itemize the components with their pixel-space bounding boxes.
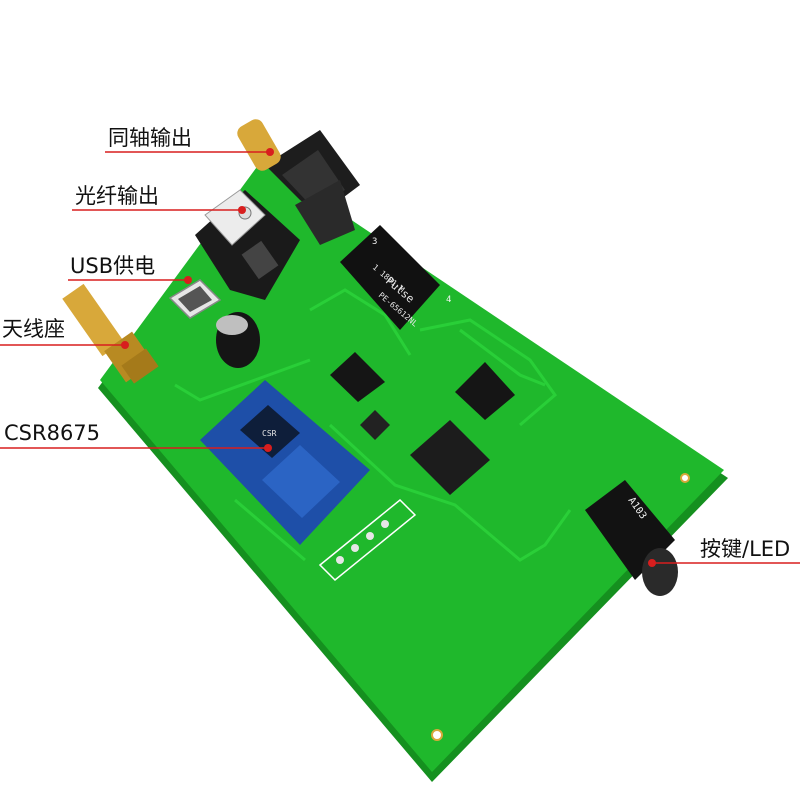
header-pin-3 (366, 532, 374, 540)
capacitor-top (216, 315, 248, 335)
header-pin-1 (336, 556, 344, 564)
mount-hole-1 (431, 729, 443, 741)
callout-lines (0, 151, 800, 564)
header-outline (318, 498, 417, 582)
mount-hole-2 (680, 473, 690, 483)
callout-labels: 同轴输出 光纤输出 USB供电 天线座 CSR8675 按键/LED (2, 126, 790, 561)
jack-opening (642, 548, 678, 596)
callout-dot-usb (184, 276, 192, 284)
callout-label-usb: USB供电 (70, 254, 155, 278)
mounting-holes (431, 473, 690, 741)
coax-gold-barrel (237, 119, 281, 171)
antenna-base (121, 348, 159, 384)
module-chip (240, 405, 300, 458)
callout-dot-antenna (121, 341, 129, 349)
trace-2 (328, 423, 572, 562)
callout-dots (121, 148, 656, 567)
callout-dot-coax (266, 148, 274, 156)
trace-5 (234, 498, 306, 562)
optical-face (204, 189, 266, 246)
csr-module: CSR (200, 380, 370, 545)
callout-label-coax: 同轴输出 (108, 126, 192, 150)
ic-sot-1 (360, 410, 390, 440)
pcb-traces (174, 288, 572, 562)
usb-connector (168, 279, 222, 319)
regulators (330, 352, 515, 440)
callout-dot-optical (238, 206, 246, 214)
optical-connector (195, 189, 300, 300)
regulator-1 (330, 352, 385, 402)
trace-3 (419, 318, 558, 427)
header-pin-2 (351, 544, 359, 552)
pcb-board (98, 160, 728, 782)
header-pins (318, 498, 417, 582)
module-antenna-area (262, 445, 340, 518)
header-pin-4 (381, 520, 389, 528)
coax-connector (237, 119, 360, 245)
regulator-2 (455, 362, 515, 420)
capacitor (216, 312, 260, 368)
callout-label-csr: CSR8675 (4, 421, 100, 445)
board-surface (100, 160, 724, 772)
transformer-body (340, 225, 440, 330)
trace-1 (174, 358, 311, 402)
usb-opening (178, 286, 212, 312)
transformer-pin4: 4 (446, 295, 451, 305)
transformer-pin3: 3 (372, 237, 377, 247)
trace-6 (459, 328, 546, 387)
callout-dot-button (648, 559, 656, 567)
module-silk: CSR (262, 429, 277, 438)
optical-slot (241, 240, 279, 280)
soic-chip (410, 420, 490, 495)
antenna-thread (62, 283, 124, 357)
callout-label-antenna: 天线座 (2, 317, 65, 341)
callout-label-optical: 光纤输出 (75, 184, 159, 208)
coax-base (295, 180, 355, 245)
callout-dot-csr (264, 444, 272, 452)
callout-label-button: 按键/LED (700, 537, 790, 561)
pulse-transformer: Pulse PE-65612NL 1 1801-M 3 4 (340, 225, 451, 330)
soic-body (410, 420, 490, 495)
trace-4 (309, 288, 412, 356)
